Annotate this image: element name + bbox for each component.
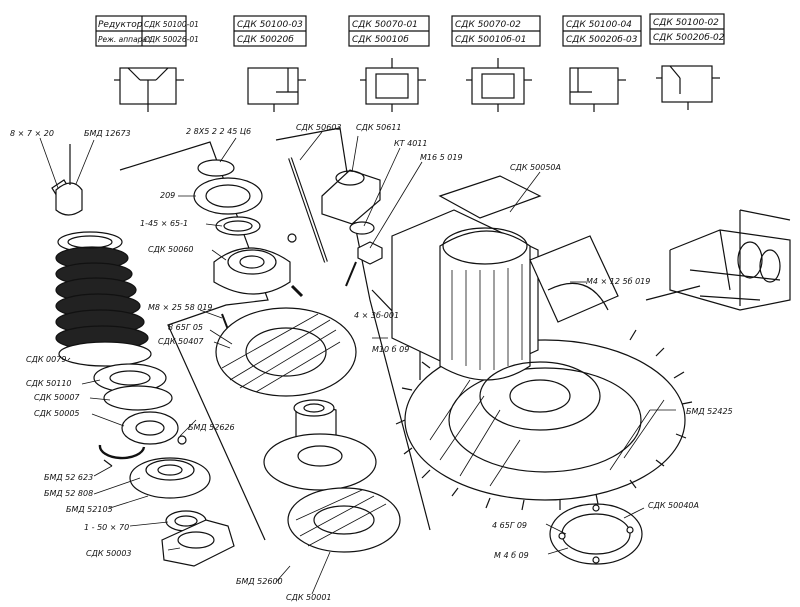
seal-1-45 xyxy=(215,216,261,236)
bellows-boot xyxy=(55,231,152,367)
part-label: СДК 50603 xyxy=(296,123,342,132)
table-row-label-2: Реж. аппарат xyxy=(98,35,152,44)
part-label: 2 8Х5 2 2 45 Ц6 xyxy=(186,127,251,136)
table-cell: СДК 50070-02 xyxy=(455,20,521,30)
part-label: СДК 0079 xyxy=(26,355,66,364)
part-label: СДК 50611 xyxy=(356,123,402,132)
lower-housing xyxy=(129,457,211,499)
part-label: 1 - 50 × 70 xyxy=(84,523,129,532)
table-cell: СДК 50100-03 xyxy=(237,20,303,30)
part-label: БМД 52105 xyxy=(66,505,113,514)
table-cell: СДК 50100-04 xyxy=(566,20,632,30)
part-label: СДК 50050А xyxy=(510,163,561,172)
part-label: М 4 б 09 xyxy=(494,551,529,560)
schematic-2 xyxy=(247,67,306,112)
part-label: М4 × 12 5б 019 xyxy=(586,277,650,286)
part-label: БМД 12673 xyxy=(84,129,131,138)
schematic-1 xyxy=(114,67,184,112)
bearing-209 xyxy=(193,177,263,215)
part-label: М10 б 09 xyxy=(372,345,409,354)
part-label: СДК 50001 xyxy=(286,593,332,602)
part-label: КТ 4011 xyxy=(394,139,427,148)
gearbox-schematics xyxy=(114,58,720,112)
bearing-housing xyxy=(121,411,179,445)
center-parts xyxy=(263,157,401,553)
central-tube xyxy=(439,230,531,381)
table-cell: СДК 50026-01 xyxy=(144,35,199,44)
part-label: 209 xyxy=(160,191,175,200)
schematic-3 xyxy=(360,58,426,112)
right-gear-housing xyxy=(391,175,693,565)
part-label: 4 × 3б-001 xyxy=(354,311,399,320)
table-cell: СДК 50070-01 xyxy=(352,20,418,30)
snap-ring xyxy=(98,444,146,460)
table-row-label-1: Редуктор xyxy=(98,20,143,30)
table-cell: СДК 50010б xyxy=(352,35,409,45)
header-table: Редуктор Реж. аппарат СДК 50100-01 СДК 5… xyxy=(95,13,725,47)
part-label: СДК 50005 xyxy=(34,409,80,418)
part-label: 4 65Г 09 xyxy=(492,521,527,530)
flange-disc xyxy=(215,307,357,397)
table-cell: СДК 50010б-01 xyxy=(455,35,526,45)
table-cell: СДК 50020б xyxy=(237,35,294,45)
gasket xyxy=(161,519,235,567)
part-label: 1-45 × 65-1 xyxy=(140,219,188,228)
schematic-4 xyxy=(466,58,532,112)
table-cell: СДК 50020б-03 xyxy=(566,35,638,45)
part-label: БМД 52 808 xyxy=(44,489,93,498)
top-plate xyxy=(438,175,542,219)
part-label: СДК 50040А xyxy=(648,501,699,510)
part-label: 8 × 7 × 20 xyxy=(10,129,54,138)
part-label: СДК 50110 xyxy=(26,379,72,388)
part-label: СДК 50007 xyxy=(34,393,80,402)
part-labels: 8 × 7 × 20 БМД 12673 2 8Х5 2 2 45 Ц6 СДК… xyxy=(10,123,733,602)
spindle-flange xyxy=(263,433,377,491)
housing-50060 xyxy=(213,247,291,295)
table-cell: СДК 50100-02 xyxy=(653,18,719,28)
part-label: БМД 52425 xyxy=(686,407,733,416)
center-left-parts xyxy=(193,159,357,397)
part-label: БМД 52 623 xyxy=(44,473,93,482)
table-cell: СДК 50100-01 xyxy=(144,20,199,29)
left-parts-stack xyxy=(51,144,235,567)
part-label: 8 65Г 05 xyxy=(168,323,203,332)
nut-m16 xyxy=(357,241,383,265)
part-label: СДК 50407 xyxy=(158,337,204,346)
gasket-50001 xyxy=(287,487,401,553)
part-label: М16 5 019 xyxy=(420,153,463,162)
cap xyxy=(55,182,83,216)
schematic-6 xyxy=(656,65,720,110)
table-cell: СДК 50020б-02 xyxy=(653,33,725,43)
machine-thumbnail xyxy=(645,209,791,311)
part-label: БМД 52600 xyxy=(236,577,283,586)
leader-lines xyxy=(39,131,676,595)
part-label: М8 × 25 58 019 xyxy=(148,303,213,312)
side-plate xyxy=(529,235,619,323)
schematic-5 xyxy=(569,67,626,112)
part-label: БМД 52626 xyxy=(188,423,235,432)
flange-2 xyxy=(103,385,173,411)
part-label: СДК 50003 xyxy=(86,549,132,558)
hub-50611 xyxy=(321,169,381,225)
part-label: СДК 50060 xyxy=(148,245,194,254)
